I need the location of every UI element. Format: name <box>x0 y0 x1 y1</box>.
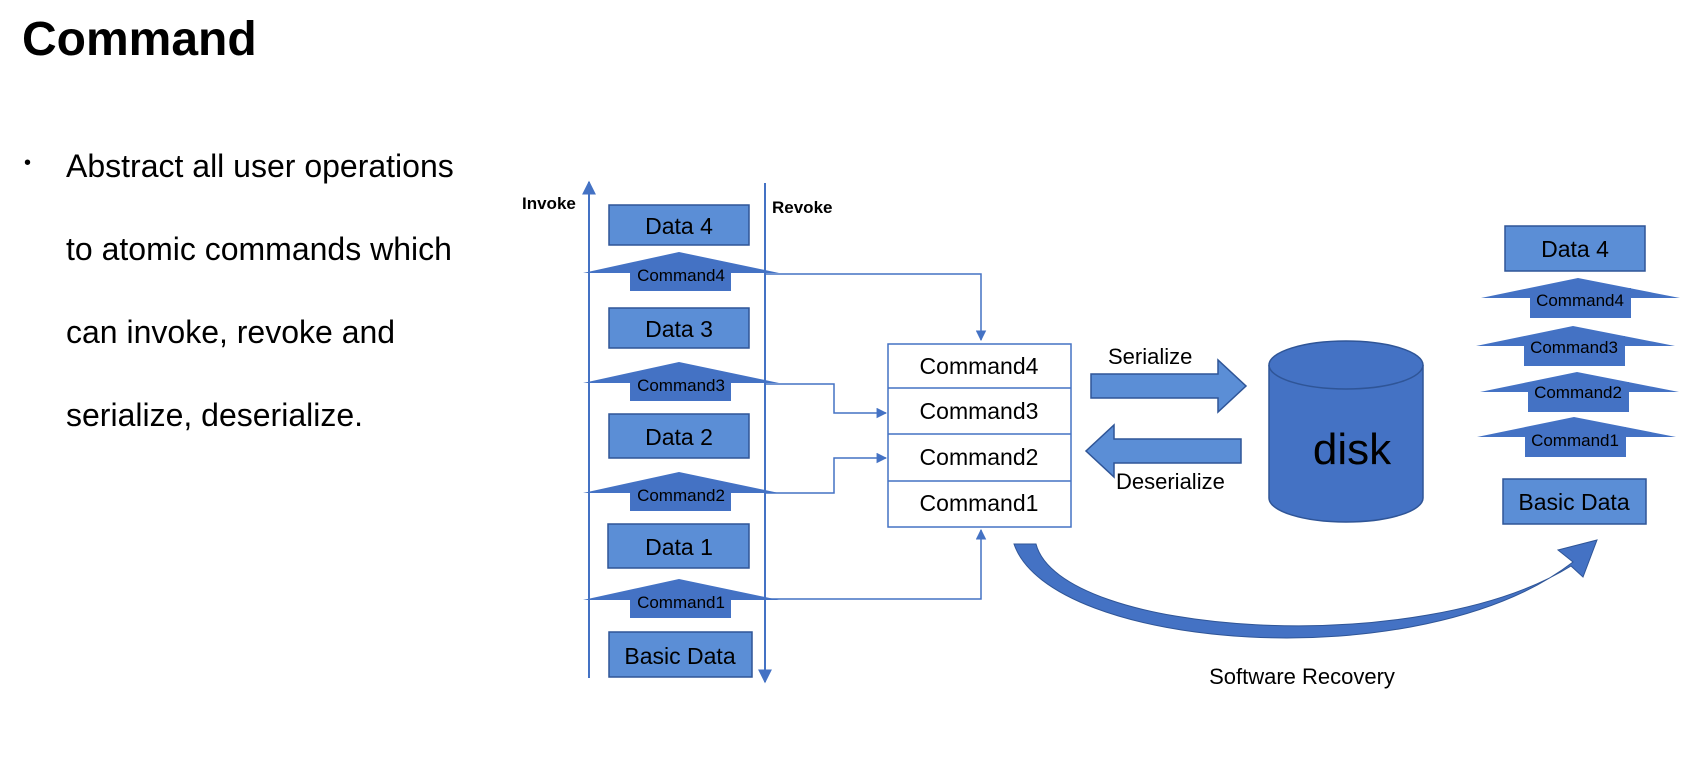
connector-command1 <box>765 528 987 600</box>
stack-command-4-arrow: Command4 <box>583 252 779 291</box>
connector-command4 <box>765 273 987 342</box>
stack-basic-data-label: Basic Data <box>624 643 735 669</box>
bullet-line: serialize, deserialize. <box>66 397 364 433</box>
stack-data-1-label: Data 1 <box>645 534 713 560</box>
disk-label: disk <box>1313 425 1392 474</box>
stack-command-4-label: Command4 <box>637 266 725 285</box>
revoke-label: Revoke <box>772 198 832 217</box>
bullet-marker: • <box>24 152 32 174</box>
stack-data-4: Data 4 <box>608 204 750 246</box>
deserialize-label: Deserialize <box>1116 469 1225 494</box>
stack-command-1-label: Command1 <box>637 593 725 612</box>
restored-command-3-arrow: Command3 <box>1476 326 1675 366</box>
invoke-label: Invoke <box>522 194 576 213</box>
recovery-arrow: Software Recovery <box>1013 539 1598 689</box>
stack-data-1: Data 1 <box>607 523 750 569</box>
stack-data-2-label: Data 2 <box>645 424 713 450</box>
stack-data-3-label: Data 3 <box>645 316 713 342</box>
queue-command-3: Command3 <box>920 398 1039 424</box>
restored-data-4-label: Data 4 <box>1541 236 1609 262</box>
restored-command-2-arrow: Command2 <box>1480 372 1679 412</box>
restored-basic-data: Basic Data <box>1502 478 1647 525</box>
stack-command-3-arrow: Command3 <box>583 362 779 401</box>
restored-basic-data-label: Basic Data <box>1518 489 1629 515</box>
restored-command-1-arrow: Command1 <box>1477 417 1676 457</box>
connector-command2 <box>765 452 888 494</box>
serialize-label: Serialize <box>1108 344 1192 369</box>
connector-command3 <box>765 383 888 419</box>
queue-command-4: Command4 <box>920 353 1039 379</box>
bullet-line: to atomic commands which <box>66 231 452 267</box>
stack-data-3: Data 3 <box>608 307 750 349</box>
restored-command-3-label: Command3 <box>1530 338 1618 357</box>
page-title: Command <box>22 13 257 66</box>
recovery-label: Software Recovery <box>1209 664 1395 689</box>
connector-lines <box>765 273 987 600</box>
queue-command-2: Command2 <box>920 444 1039 470</box>
bullet-line: can invoke, revoke and <box>66 314 396 350</box>
stack-command-1-arrow: Command1 <box>583 579 779 618</box>
bullet-line: Abstract all user operations <box>66 148 454 184</box>
restored-command-1-label: Command1 <box>1531 431 1619 450</box>
queue-command-1: Command1 <box>920 490 1039 516</box>
restored-command-4-arrow: Command4 <box>1481 278 1680 318</box>
stack-command-2-arrow: Command2 <box>583 472 779 511</box>
disk-icon: disk <box>1268 340 1424 523</box>
restored-command-4-label: Command4 <box>1536 291 1624 310</box>
restored-data-4: Data 4 <box>1504 225 1646 272</box>
command-queue: Command4 Command3 Command2 Command1 <box>887 343 1072 528</box>
stack-basic-data: Basic Data <box>608 631 753 678</box>
stack-data-2: Data 2 <box>608 413 750 459</box>
deserialize-arrow: Deserialize <box>1084 423 1242 494</box>
restored-command-2-label: Command2 <box>1534 383 1622 402</box>
stack-command-2-label: Command2 <box>637 486 725 505</box>
bullet-text: Abstract all user operations to atomic c… <box>66 125 506 457</box>
stack-command-3-label: Command3 <box>637 376 725 395</box>
serialize-arrow: Serialize <box>1090 344 1248 414</box>
stack-data-4-label: Data 4 <box>645 213 713 239</box>
